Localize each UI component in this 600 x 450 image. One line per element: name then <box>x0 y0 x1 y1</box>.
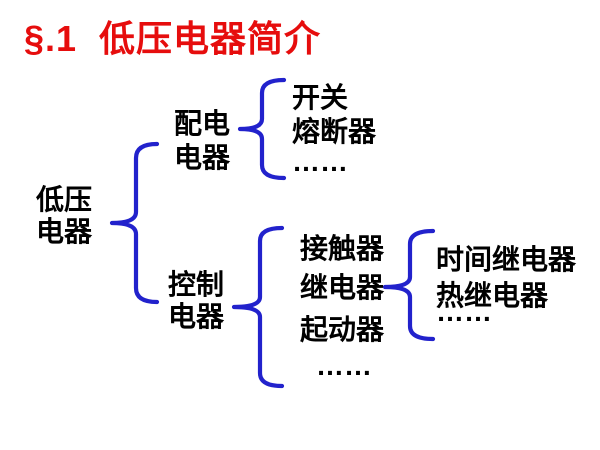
node-thermal-relay: 热继电器 <box>436 280 549 311</box>
slide-title: §.1 低压电器简介 <box>24 18 322 59</box>
node-switch: 开关 <box>292 82 349 113</box>
node-control-ellipsis: …… <box>316 350 372 381</box>
brace-distribution <box>237 77 287 181</box>
node-time-relay: 时间继电器 <box>436 244 577 275</box>
node-contactor: 接触器 <box>300 233 385 264</box>
node-distribution-ellipsis: …… <box>292 146 348 177</box>
brace-root <box>109 141 160 305</box>
node-distribution-line2: 电器 <box>174 142 231 173</box>
brace-relay <box>382 228 436 342</box>
node-distribution-line1: 配电 <box>174 108 231 139</box>
node-control: 控制 电器 <box>168 269 224 333</box>
node-relay: 继电器 <box>300 272 385 303</box>
node-relay-ellipsis: …… <box>436 296 492 327</box>
node-fuse: 熔断器 <box>292 116 377 147</box>
node-distribution: 配电 电器 <box>174 107 230 175</box>
node-root-line1: 低压 <box>36 184 93 215</box>
node-root-line2: 电器 <box>36 216 93 247</box>
node-root: 低压 电器 <box>36 184 92 248</box>
brace-control <box>231 225 285 389</box>
node-control-line2: 电器 <box>168 301 225 332</box>
node-control-line1: 控制 <box>168 269 225 300</box>
node-starter: 起动器 <box>300 314 385 345</box>
